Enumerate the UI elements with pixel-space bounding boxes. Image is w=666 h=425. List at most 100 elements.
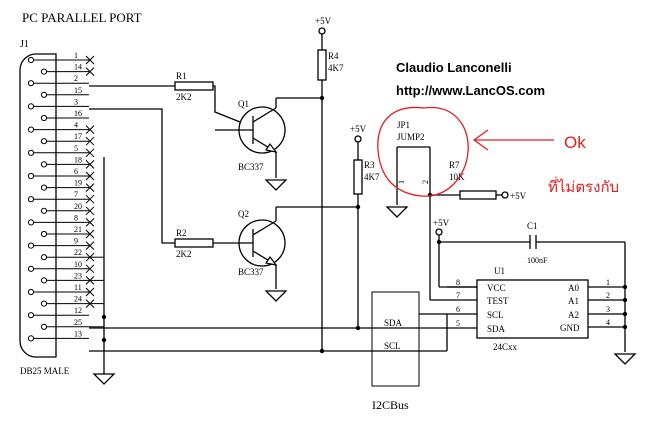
chip-part: 24Cxx [493,342,518,352]
connector-pin-2 [27,80,35,87]
no-connect-mark [85,55,95,65]
connector-pin-17 [40,138,48,145]
u1-pin-1-num: 1 [606,278,610,287]
connector-pin-18 [40,161,48,168]
connector-name: DB25 MALE [20,366,70,376]
u1-pin-vcc: VCC [487,283,506,293]
r2-value: 2K2 [176,249,192,259]
no-connect-mark [85,206,95,216]
u1-pin-a2: A2 [568,310,579,320]
connector-pin-3 [27,103,35,110]
r4-supply: +5V [315,16,332,26]
resistor-r1 [174,81,214,91]
author-url: http://www.LancOS.com [396,83,545,98]
u1-pin-2-num: 2 [606,291,610,300]
no-connect-mark [85,183,95,192]
u1-pin-sda: SDA [487,324,506,334]
connector-pin-14 [40,68,48,75]
connector-pin-4 [27,126,35,133]
connector-pin-13 [27,335,35,342]
connector-pin-label-20: 20 [74,202,82,211]
connector-ref: J1 [20,39,29,50]
u1-pin-8-num: 8 [456,278,460,287]
resistor-r4-group [317,27,327,354]
r7-supply: +5V [510,191,527,201]
connector-pin-16 [40,114,48,122]
i2c-bus-box [371,291,420,387]
connector-pin-6 [27,172,35,180]
r3-supply: +5V [350,124,367,134]
connector-pin-label-8: 8 [74,213,78,222]
q2-ref: Q2 [238,209,249,219]
annotation-circle [377,106,469,197]
u1-pin-5-num: 5 [456,319,460,328]
r1-value: 2K2 [176,92,192,102]
no-connect-mark [85,67,95,76]
jumper-ref: JP1 [397,120,410,130]
c1-value: 100nF [527,256,548,265]
no-connect-mark [85,229,95,239]
no-connect-mark [85,287,95,297]
u1-pin-6-num: 6 [456,305,460,314]
connector-pin-19 [40,184,48,191]
connector-pin-label-25: 25 [74,318,82,327]
connector-pin-label-12: 12 [74,306,82,315]
no-connect-mark [85,194,95,204]
u1-pin-test: TEST [487,296,509,306]
connector-pin-label-21: 21 [74,225,82,234]
connector-pin-label-22: 22 [74,248,82,257]
resistor-r3-group [353,135,363,331]
connector-pin-21 [40,230,48,238]
no-connect-mark [85,136,95,146]
no-connect-mark [85,160,95,169]
port-wires [89,85,447,385]
connector-pin-22 [40,254,48,261]
author-name: Claudio Lanconelli [396,60,512,75]
connector-pin-label-10: 10 [74,260,82,269]
u1-pin-a0: A0 [568,283,579,293]
u1-supply: +5V [433,218,450,228]
connector-pin-25 [40,323,48,330]
connector-pin-7 [27,196,35,203]
connector-pin-label-4: 4 [74,121,78,130]
connector-pin-label-18: 18 [74,155,82,164]
u1-pin-7-num: 7 [456,291,460,300]
r1-ref: R1 [176,71,187,81]
page-title: PC PARALLEL PORT [22,10,142,25]
resistor-r2 [174,238,214,248]
chip-u1 [476,279,589,339]
connector-pin-8 [27,219,35,226]
r7-value: 10K [449,172,465,182]
jumper-pin1: 1 [397,180,406,184]
u1-pin-scl: SCL [487,310,504,320]
u1-pin-a1: A1 [568,296,579,306]
r4-value: 4K7 [328,63,344,73]
transistor-q1 [215,97,322,191]
r3-ref: R3 [364,160,375,170]
bus-sda-label: SDA [384,318,403,328]
no-connect-mark [85,218,95,227]
connector-pin-9 [27,242,35,249]
connector-pin-12 [27,312,35,319]
red-annotation [377,106,554,197]
u1-pin-gnd: GND [560,323,580,333]
annotation-line1: Ok [564,133,586,152]
connector-pin-label-7: 7 [74,190,78,199]
r7-ref: R7 [449,160,460,170]
c1-ref: C1 [527,221,538,231]
connector-pin-label-23: 23 [74,271,82,280]
transistor-q2 [213,206,358,302]
bus-scl-label: SCL [384,341,401,351]
no-connect-mark [85,241,95,250]
r3-value: 4K7 [364,172,380,182]
connector-pin-10 [27,265,35,272]
connector-pin-23 [40,277,48,284]
connector-pin-label-3: 3 [74,97,78,106]
connector-pin-label-5: 5 [74,144,78,153]
db25-shell [19,53,57,358]
connector-pin-label-19: 19 [74,179,82,188]
resistor-r4 [317,49,327,81]
connector-pin-label-1: 1 [74,51,78,60]
